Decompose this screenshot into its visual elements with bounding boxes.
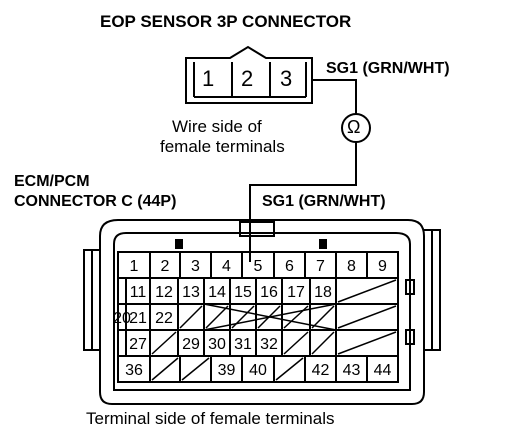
terminal-number: 8: [347, 258, 356, 275]
eop-connector-outline: [185, 45, 313, 104]
terminal-cell: [117, 329, 127, 357]
unused-terminal-slash: [151, 357, 179, 381]
unused-terminal-slash: [337, 305, 397, 329]
ecm-connector-shell: [99, 219, 425, 405]
terminal-number: 2: [161, 258, 170, 275]
terminal-number: 7: [316, 258, 325, 275]
ecm-title-2: CONNECTOR C (44P): [14, 193, 177, 210]
unused-terminal-slash: [337, 279, 397, 303]
terminal-number: 31: [234, 336, 252, 353]
terminal-number: 36: [125, 362, 143, 379]
terminal-number: 30: [208, 336, 226, 353]
unused-terminal-slash: [181, 357, 210, 381]
probe-wire-eop: [312, 79, 357, 114]
unused-terminal-slash: [179, 305, 203, 329]
terminal-number: 3: [191, 258, 200, 275]
ecm-title-1: ECM/PCM: [14, 173, 90, 190]
ecm-wire-label: SG1 (GRN/WHT): [262, 193, 386, 210]
terminal-number: 22: [155, 310, 173, 327]
ecm-side-note: Terminal side of female terminals: [86, 409, 335, 428]
ohm-symbol: Ω: [347, 117, 361, 137]
unused-terminal-slash: [337, 331, 397, 355]
side-tab: [405, 279, 415, 295]
unused-terminal-slash: [231, 305, 255, 329]
unused-terminal-slash: [311, 305, 335, 329]
terminal-number: 18: [314, 284, 332, 301]
terminal-number: 6: [285, 258, 294, 275]
terminal-number: 43: [343, 362, 361, 379]
unused-terminal-slash: [283, 331, 309, 355]
side-tab: [405, 329, 415, 345]
unused-terminal-slash: [205, 305, 229, 329]
terminal-number: 12: [155, 284, 173, 301]
terminal-number: 17: [287, 284, 305, 301]
terminal-number: 16: [260, 284, 278, 301]
terminal-number: 11: [130, 284, 147, 301]
terminal-number: 21: [129, 310, 147, 327]
terminal-number: 15: [234, 284, 252, 301]
terminal-number: 29: [182, 336, 200, 353]
alignment-tab: [319, 239, 327, 249]
ecm-connector-inner-shell: [113, 232, 411, 391]
unused-terminal-slash: [275, 357, 304, 381]
connector-key: [239, 221, 275, 237]
eop-pin-2: 2: [241, 66, 254, 91]
eop-side-note-2: female terminals: [160, 137, 285, 156]
unused-terminal-slash: [311, 331, 335, 355]
terminal-number: 1: [130, 258, 139, 275]
terminal-number: 42: [312, 362, 330, 379]
terminal-number: 32: [260, 336, 278, 353]
terminal-number: 14: [208, 284, 226, 301]
eop-connector-title: EOP SENSOR 3P CONNECTOR: [100, 12, 352, 31]
terminal-number: 13: [182, 284, 200, 301]
probe-wire-ecm: [249, 142, 357, 262]
eop-wire-label: SG1 (GRN/WHT): [326, 60, 450, 77]
terminal-number: 27: [129, 336, 147, 353]
unused-terminal-slash: [283, 305, 309, 329]
terminal-number: 9: [378, 258, 387, 275]
terminal-number: 44: [374, 362, 392, 379]
terminal-number: 39: [218, 362, 236, 379]
eop-pin-1: 1: [202, 66, 215, 91]
eop-side-note-1: Wire side of: [172, 117, 262, 136]
terminal-cell: [366, 355, 399, 383]
terminal-number: 4: [222, 258, 231, 275]
terminal-number: 40: [249, 362, 267, 379]
unused-terminal-slash: [151, 331, 177, 355]
alignment-tab: [175, 239, 183, 249]
terminal-number: 5: [254, 258, 263, 275]
cutout-cross: [203, 303, 337, 331]
eop-pin-3: 3: [280, 66, 293, 91]
terminal-cell: [117, 277, 127, 305]
